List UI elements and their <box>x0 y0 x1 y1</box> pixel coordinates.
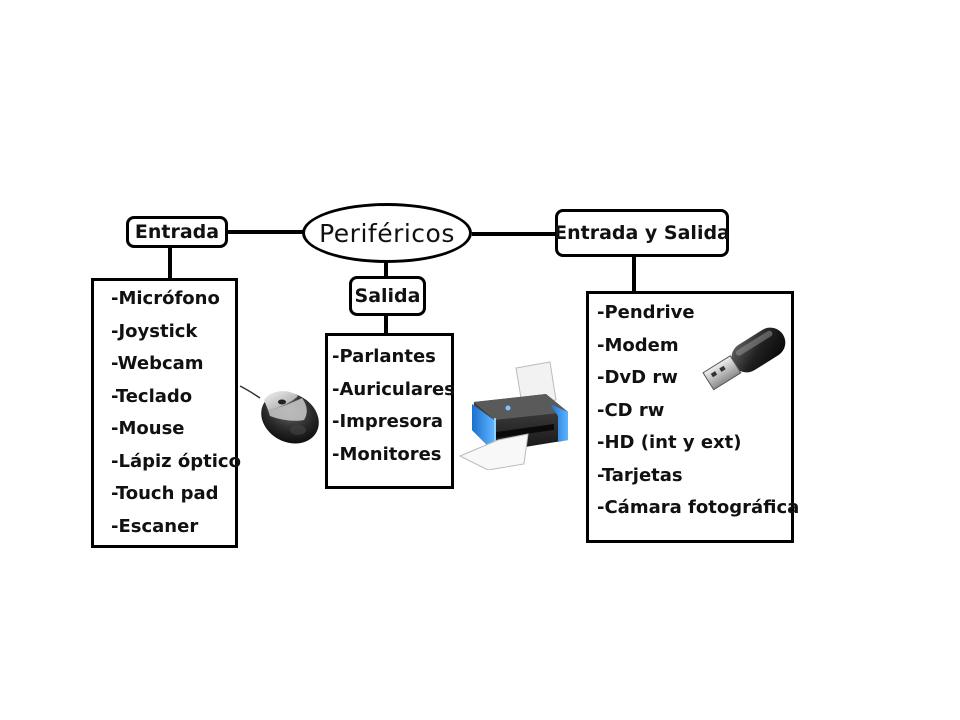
list-item: -Micrófono <box>111 288 220 309</box>
category-salida-label: Salida <box>354 285 421 307</box>
list-item: -Impresora <box>332 411 443 432</box>
list-item: -Lápiz óptico <box>111 450 241 472</box>
category-salida: Salida <box>349 276 426 316</box>
category-entrada-label: Entrada <box>134 221 220 243</box>
list-item: -Pendrive <box>597 302 695 323</box>
salida-list: -Parlantes -Auriculares -Impresora -Moni… <box>325 333 455 489</box>
list-item: -DvD rw <box>597 367 678 388</box>
list-item: -Monitores <box>332 443 442 465</box>
root-node: Periféricos <box>302 203 472 263</box>
list-item: -Mouse <box>111 418 185 439</box>
list-item: -Escaner <box>111 515 199 537</box>
category-entrada-salida: Entrada y Salida <box>554 209 730 257</box>
list-item: -HD (int y ext) <box>597 432 742 453</box>
entrada-salida-list: -Pendrive -Modem -DvD rw -CD rw -HD (int… <box>586 291 800 543</box>
list-item: -Cámara fotográfica <box>597 497 800 518</box>
category-entrada-salida-label: Entrada y Salida <box>554 222 730 244</box>
list-item: -Teclado <box>111 385 193 407</box>
list-item: -CD rw <box>597 399 665 421</box>
usb-drive-icon <box>702 327 786 391</box>
printer-icon <box>458 361 568 470</box>
list-item: -Touch pad <box>111 483 219 504</box>
list-item: -Webcam <box>111 353 204 374</box>
list-item: -Parlantes <box>332 346 436 367</box>
list-item: -Joystick <box>111 320 198 342</box>
list-item: -Modem <box>597 334 679 356</box>
entrada-list: -Micrófono -Joystick -Webcam -Teclado -M… <box>91 278 241 548</box>
list-item: -Tarjetas <box>597 464 683 486</box>
list-item: -Auriculares <box>332 378 455 400</box>
root-label: Periféricos <box>319 218 455 248</box>
mouse-icon <box>239 385 319 444</box>
category-entrada: Entrada <box>126 216 228 248</box>
